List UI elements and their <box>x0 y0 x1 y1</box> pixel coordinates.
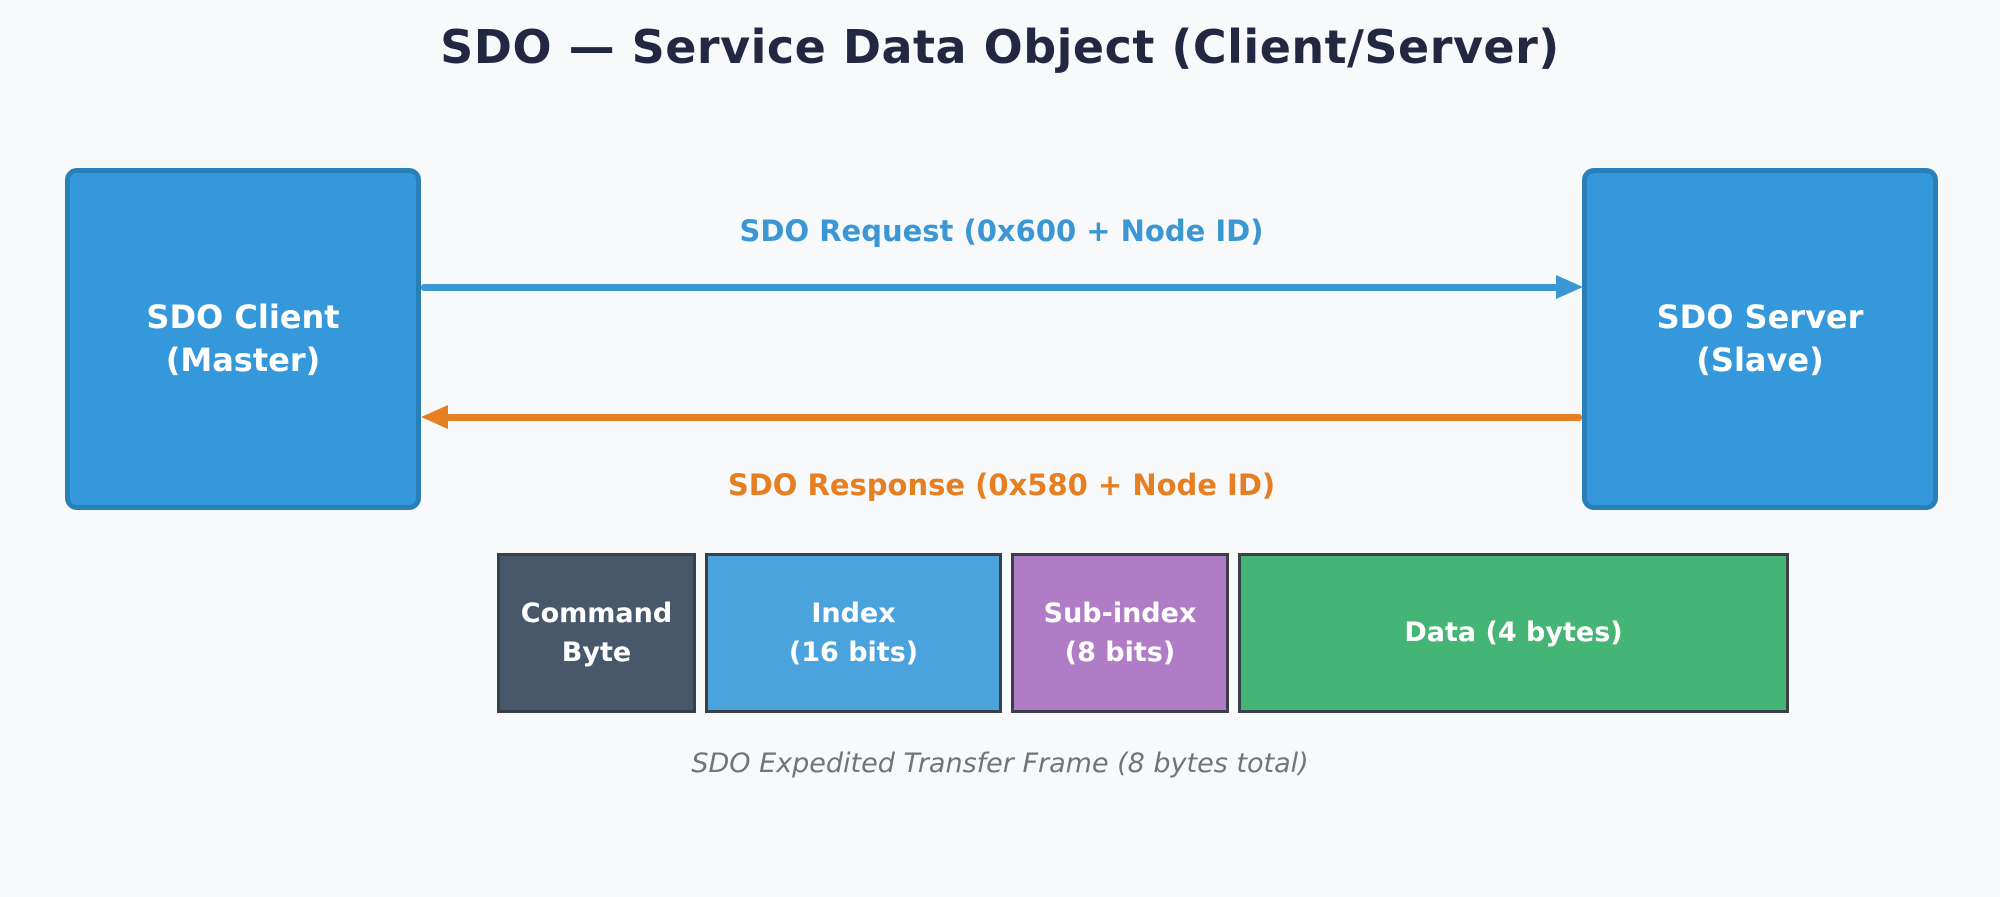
sdo-server-node: SDO Server (Slave) <box>1582 168 1938 510</box>
sdo-request-arrow-line <box>421 284 1558 291</box>
sdo-request-label: SDO Request (0x600 + Node ID) <box>739 214 1264 248</box>
frame-field-index-line1: Index <box>811 597 896 629</box>
frame-field-command-line1: Command <box>520 597 673 629</box>
sdo-response-arrow-line <box>444 414 1582 421</box>
frame-field-command-byte: Command Byte <box>497 553 696 713</box>
frame-field-command-line2: Byte <box>561 637 632 668</box>
frame-caption: SDO Expedited Transfer Frame (8 bytes to… <box>691 748 1309 779</box>
sdo-client-node: SDO Client (Master) <box>65 168 421 510</box>
frame-field-data-line1: Data (4 bytes) <box>1404 617 1623 649</box>
frame-field-subindex: Sub-index (8 bits) <box>1011 553 1229 713</box>
sdo-response-label: SDO Response (0x580 + Node ID) <box>727 468 1276 502</box>
arrowhead-right-icon <box>1556 275 1583 299</box>
frame-field-index-line2: (16 bits) <box>788 637 919 668</box>
sdo-client-label-line1: SDO Client <box>146 297 340 336</box>
frame-field-subindex-line1: Sub-index <box>1043 597 1197 629</box>
arrowhead-left-icon <box>421 405 448 429</box>
frame-field-data: Data (4 bytes) <box>1238 553 1789 713</box>
frame-field-index: Index (16 bits) <box>705 553 1002 713</box>
sdo-client-label-line2: (Master) <box>165 341 321 379</box>
frame-field-subindex-line2: (8 bits) <box>1064 637 1176 668</box>
sdo-server-label-line2: (Slave) <box>1696 341 1824 379</box>
diagram-title: SDO — Service Data Object (Client/Server… <box>440 20 1560 74</box>
sdo-server-label-line1: SDO Server <box>1656 297 1864 336</box>
